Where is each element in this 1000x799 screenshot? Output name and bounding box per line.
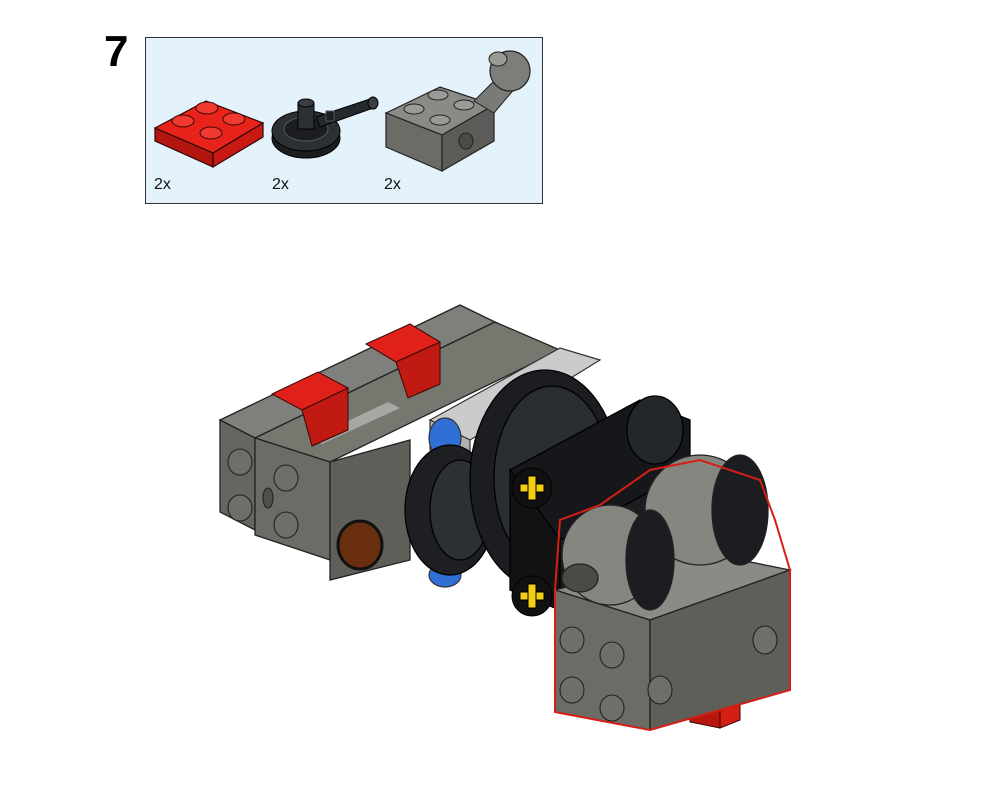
part-qty-red-plate: 2x <box>154 176 171 193</box>
gray-brick-part-image <box>384 50 531 173</box>
new-parts-highlight-outline <box>554 458 791 732</box>
parts-list-callout: 2x 2x 2x <box>145 37 543 204</box>
front-brick-studs <box>559 625 778 722</box>
step-number: 7 <box>104 27 129 76</box>
left-brick-face-studs <box>227 448 299 539</box>
yellow-axle-cross-icons <box>511 467 553 617</box>
part-qty-turntable-pin: 2x <box>272 176 289 193</box>
part-qty-gray-brick: 2x <box>384 176 401 193</box>
turntable-pin-part-image <box>271 96 379 159</box>
brown-axle-end <box>336 519 384 571</box>
red-plate-part-image <box>153 100 265 169</box>
